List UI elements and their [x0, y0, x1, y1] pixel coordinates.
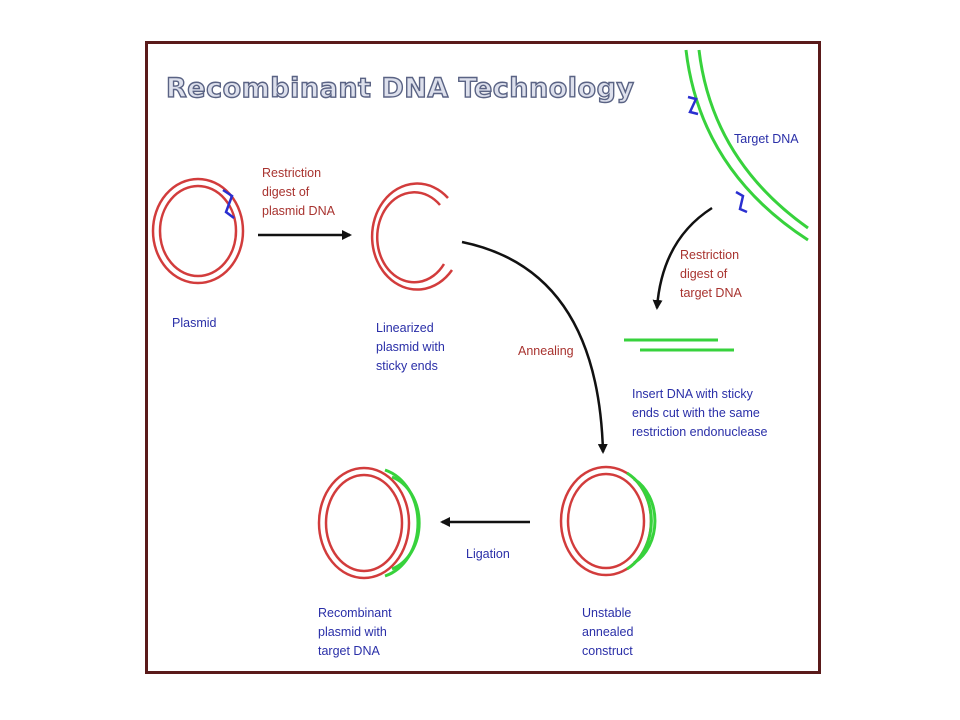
arrow-annealing	[461, 240, 608, 454]
target-dna	[684, 49, 809, 242]
diagram-frame	[145, 41, 821, 674]
insert-dna	[624, 338, 734, 352]
label-plasmid: Plasmid	[172, 316, 217, 330]
label-linearized-plasmid: Linearized plasmid with sticky ends	[376, 321, 448, 373]
plasmid	[151, 177, 245, 285]
label-unstable-construct: Unstable annealed construct	[582, 606, 637, 658]
label-annealing: Annealing	[518, 344, 574, 358]
label-insert-dna: Insert DNA with sticky ends cut with the…	[632, 387, 768, 439]
label-target-dna: Target DNA	[734, 132, 799, 146]
label-recombinant-plasmid: Recombinant plasmid with target DNA	[318, 606, 395, 658]
target-dna-cut-sites	[687, 95, 748, 214]
unstable-construct	[559, 465, 657, 577]
recombinant-plasmid	[317, 466, 421, 580]
label-restriction-target: Restriction digest of target DNA	[680, 248, 743, 300]
diagram-title: Recombinant DNA Technology	[166, 73, 635, 104]
plasmid-cut-site	[222, 188, 235, 219]
label-ligation: Ligation	[466, 547, 510, 561]
arrow-restriction-target	[652, 206, 713, 310]
label-restriction-plasmid: Restriction digest of plasmid DNA	[262, 166, 336, 218]
linearized-plasmid	[370, 182, 454, 291]
